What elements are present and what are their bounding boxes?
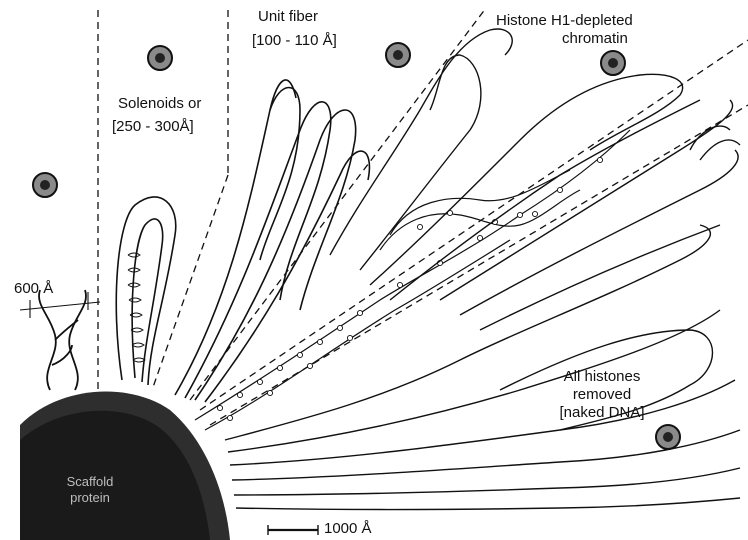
scaffold-label: Scaffold [30,474,150,489]
solenoids-size-label: [250 - 300Å] [112,118,194,136]
unit-fiber-size-label: [100 - 110 Å] [252,32,337,50]
removed-label: removed [532,386,672,404]
all-histones-label: All histones [532,368,672,386]
dashed-boundary-2b [152,175,228,390]
twisted-fiber [39,290,86,390]
scale-bar [268,525,318,535]
solenoid-loop [116,197,176,385]
dashed-boundary-4 [200,40,748,410]
h1-depleted-loops [330,29,700,300]
unit-fiber-loops [175,80,369,402]
protein-label: protein [30,490,150,505]
scale-bar-label: 1000 Å [324,520,372,538]
chromatin-label: chromatin [562,30,628,48]
naked-dna-label: [naked DNA] [532,404,672,422]
solenoids-label: Solenoids or [118,95,201,113]
unit-fiber-label: Unit fiber [258,8,318,26]
solenoid-coils [128,253,145,362]
scaffold-core [20,392,230,540]
width-600-label: 600 Å [14,280,53,298]
histone-h1-depleted-label: Histone H1-depleted [496,12,633,30]
